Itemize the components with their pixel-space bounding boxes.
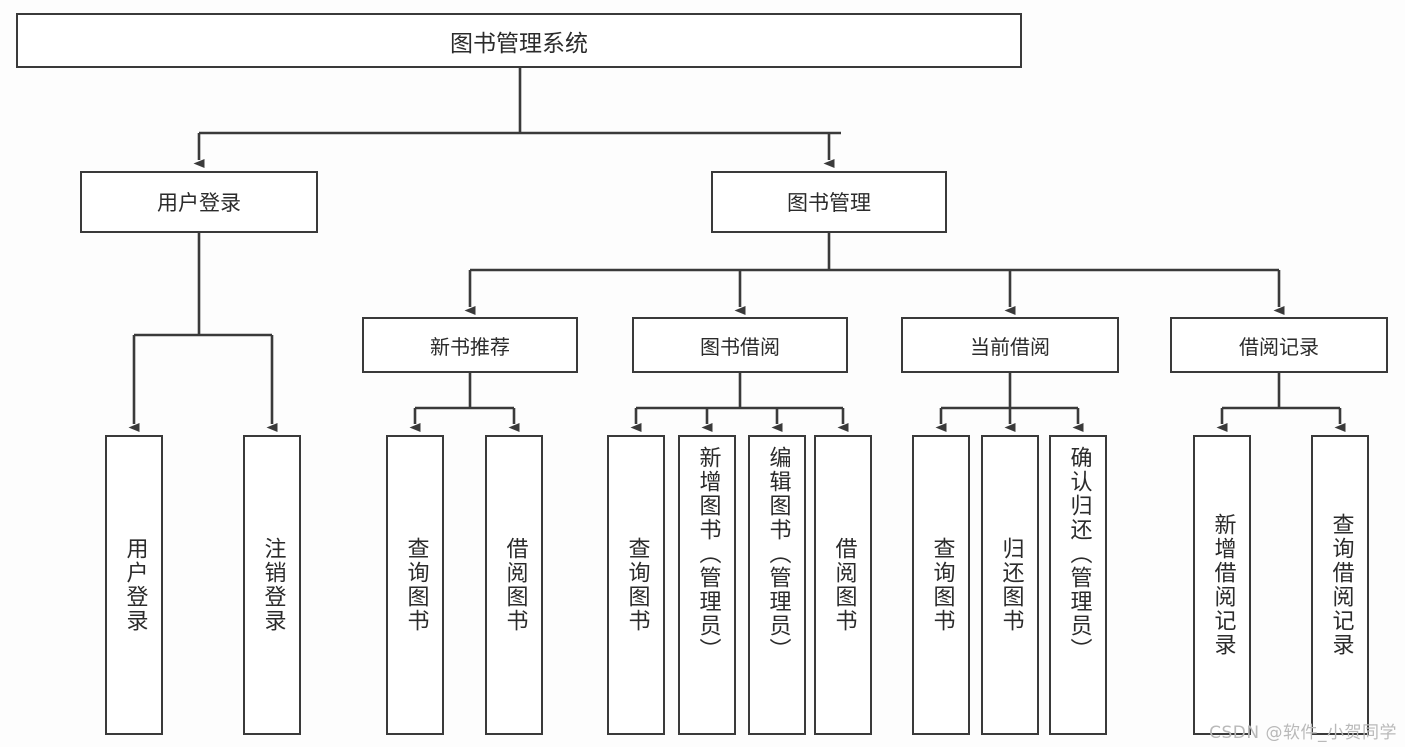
node-new-book-recommend[interactable]: 新书推荐 xyxy=(362,317,578,373)
leaf-query-book-recommend[interactable]: 查询图书 xyxy=(386,435,444,735)
leaf-query-borrow-record[interactable]: 查询借阅记录 xyxy=(1311,435,1369,735)
node-borrow-record[interactable]: 借阅记录 xyxy=(1170,317,1388,373)
leaf-user-login[interactable]: 用户登录 xyxy=(105,435,163,735)
leaf-label: 查询图书 xyxy=(403,537,429,633)
leaf-label: 新增借阅记录 xyxy=(1210,513,1236,657)
node-user-login[interactable]: 用户登录 xyxy=(80,171,318,233)
leaf-label: 用户登录 xyxy=(122,537,148,633)
leaf-label: 查询借阅记录 xyxy=(1328,513,1354,657)
leaf-add-book[interactable]: 新增图书（管理员） xyxy=(678,435,736,735)
node-current-borrow[interactable]: 当前借阅 xyxy=(901,317,1119,373)
leaf-confirm-return[interactable]: 确认归还（管理员） xyxy=(1049,435,1107,735)
node-root-system[interactable]: 图书管理系统 xyxy=(16,13,1022,68)
node-book-manage[interactable]: 图书管理 xyxy=(711,171,947,233)
leaf-label: 归还图书 xyxy=(998,537,1024,633)
leaf-label: 新增图书（管理员） xyxy=(695,446,721,662)
leaf-label: 查询图书 xyxy=(929,537,955,633)
leaf-add-borrow-record[interactable]: 新增借阅记录 xyxy=(1193,435,1251,735)
leaf-return-book[interactable]: 归还图书 xyxy=(981,435,1039,735)
node-book-borrow[interactable]: 图书借阅 xyxy=(632,317,848,373)
watermark-csdn: CSDN @软件_小贺同学 xyxy=(1209,723,1397,743)
leaf-borrow-book[interactable]: 借阅图书 xyxy=(814,435,872,735)
leaf-label: 注销登录 xyxy=(260,537,286,633)
leaf-edit-book[interactable]: 编辑图书（管理员） xyxy=(748,435,806,735)
leaf-label: 编辑图书（管理员） xyxy=(765,446,791,662)
leaf-query-book-borrow[interactable]: 查询图书 xyxy=(607,435,665,735)
leaf-label: 借阅图书 xyxy=(831,537,857,633)
leaf-borrow-book-recommend[interactable]: 借阅图书 xyxy=(485,435,543,735)
leaf-query-book-current[interactable]: 查询图书 xyxy=(912,435,970,735)
leaf-user-logout[interactable]: 注销登录 xyxy=(243,435,301,735)
leaf-label: 借阅图书 xyxy=(502,537,528,633)
leaf-label: 确认归还（管理员） xyxy=(1066,446,1092,662)
leaf-label: 查询图书 xyxy=(624,537,650,633)
